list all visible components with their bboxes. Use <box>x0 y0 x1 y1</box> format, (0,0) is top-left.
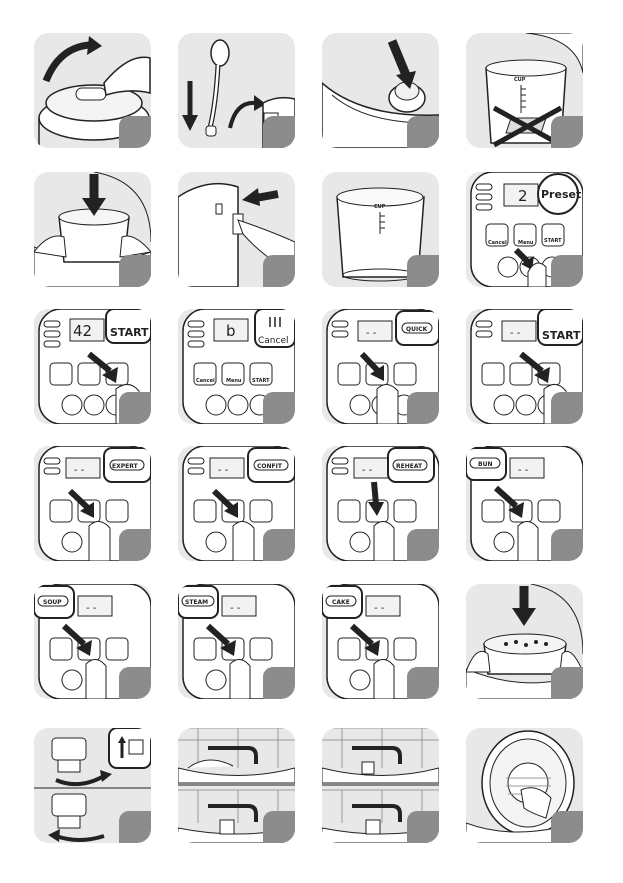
step-tile-5 <box>34 172 151 287</box>
cancel-label: Cancel <box>258 336 289 346</box>
step-tile-16: - - BUN <box>466 446 583 561</box>
menu-label: Menu <box>226 378 242 384</box>
display-dash-value: - - <box>362 465 373 476</box>
expert-label: EXPERT <box>112 463 139 470</box>
start-label: START <box>544 238 562 244</box>
step-number-badge <box>263 255 295 287</box>
step-tile-21 <box>34 728 151 843</box>
step-tile-19: - - CAKE <box>322 584 439 699</box>
cup-label: CUP <box>374 204 386 210</box>
step-tile-8: 2 Cancel Menu START Preset <box>466 172 583 287</box>
step-tile-4: CUP <box>466 33 583 148</box>
display-time-value: 42 <box>73 322 92 340</box>
step-tile-1 <box>34 33 151 148</box>
cake-label: CAKE <box>332 599 350 606</box>
step-tile-13: - - EXPERT <box>34 446 151 561</box>
step-tile-7: CUP <box>322 172 439 287</box>
step-tile-2 <box>178 33 295 148</box>
step-number-badge <box>551 116 583 148</box>
step-number-badge <box>551 667 583 699</box>
step-number-badge <box>551 392 583 424</box>
step-number-badge <box>119 255 151 287</box>
step-tile-24 <box>466 728 583 843</box>
step-tile-9: 42 START <box>34 309 151 424</box>
step-tile-12: - - START <box>466 309 583 424</box>
preset-label: Preset <box>541 188 581 201</box>
display-dash-value: - - <box>366 328 377 339</box>
display-dash-value: - - <box>510 328 521 339</box>
menu-label: Menu <box>518 240 534 246</box>
display-dash-value: - - <box>86 603 97 614</box>
step-tile-10: b Cancel Menu START Cancel <box>178 309 295 424</box>
step-number-badge <box>263 392 295 424</box>
quick-label: QUICK <box>406 326 428 333</box>
step-tile-18: - - STEAM <box>178 584 295 699</box>
start-label: START <box>110 326 149 339</box>
step-number-badge <box>119 667 151 699</box>
soup-label: SOUP <box>43 599 62 606</box>
step-number-badge <box>119 811 151 843</box>
step-tile-17: - - SOUP <box>34 584 151 699</box>
step-tile-22 <box>178 728 295 843</box>
step-number-badge <box>407 255 439 287</box>
display-dash-value: - - <box>218 465 229 476</box>
step-tile-20 <box>466 584 583 699</box>
display-dash-value: - - <box>518 465 529 476</box>
step-tile-23 <box>322 728 439 843</box>
step-number-badge <box>551 811 583 843</box>
cup-label: CUP <box>514 77 526 83</box>
step-number-badge <box>263 811 295 843</box>
start-label: START <box>542 329 581 342</box>
step-number-badge <box>119 392 151 424</box>
step-number-badge <box>407 116 439 148</box>
display-cancel-value: b <box>226 322 236 340</box>
step-number-badge <box>119 116 151 148</box>
step-number-badge <box>551 255 583 287</box>
step-number-badge <box>263 529 295 561</box>
display-dash-value: - - <box>230 603 241 614</box>
step-number-badge <box>263 667 295 699</box>
step-tile-15: - - REHEAT <box>322 446 439 561</box>
display-preset-value: 2 <box>518 187 528 205</box>
steam-label: STEAM <box>185 599 208 606</box>
display-dash-value: - - <box>74 465 85 476</box>
step-tile-14: - - CONFIT <box>178 446 295 561</box>
confit-label: CONFIT <box>257 463 283 470</box>
reheat-label: REHEAT <box>396 463 423 470</box>
step-number-badge <box>407 811 439 843</box>
display-dash-value: - - <box>374 603 385 614</box>
step-number-badge <box>407 667 439 699</box>
cancel-label: Cancel <box>196 378 215 384</box>
step-tile-11: - - QUICK <box>322 309 439 424</box>
step-number-badge <box>407 392 439 424</box>
bun-label: BUN <box>478 461 492 468</box>
cancel-label: Cancel <box>488 240 507 246</box>
step-tile-3 <box>322 33 439 148</box>
step-number-badge <box>551 529 583 561</box>
step-number-badge <box>407 529 439 561</box>
step-number-badge <box>119 529 151 561</box>
step-number-badge <box>263 116 295 148</box>
start-label: START <box>252 378 270 384</box>
step-tile-6 <box>178 172 295 287</box>
